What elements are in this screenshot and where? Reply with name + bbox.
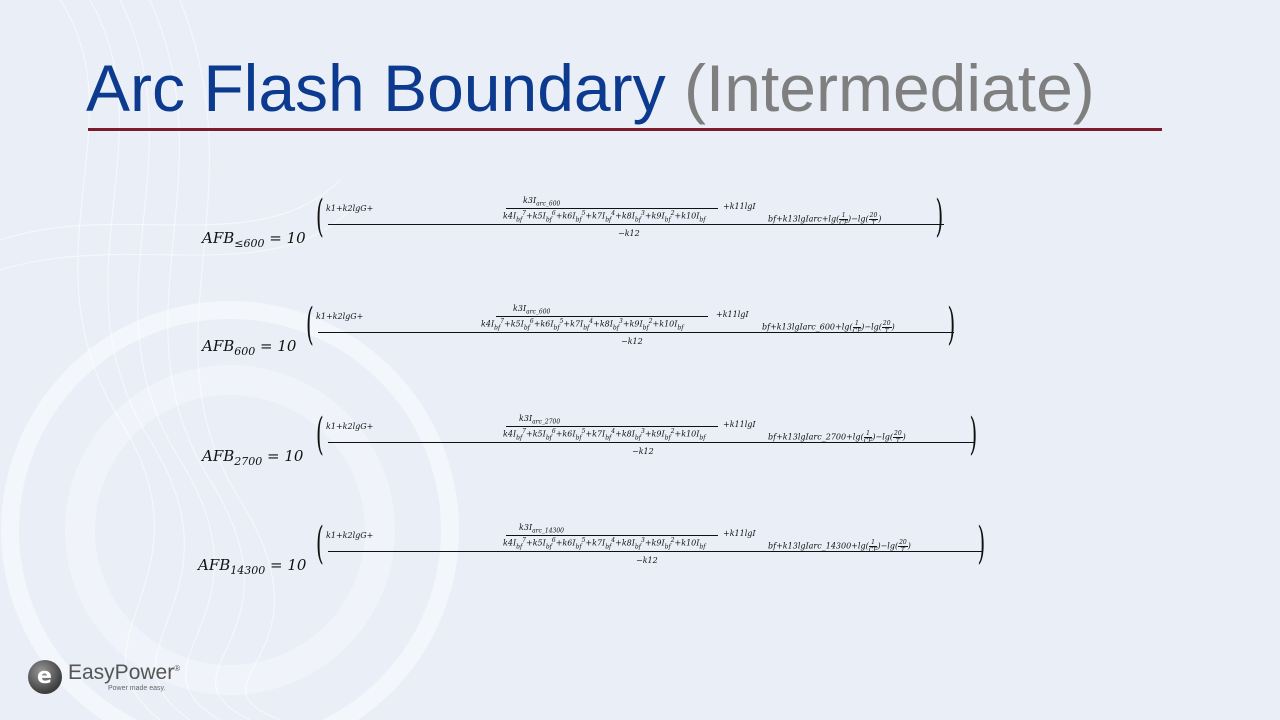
slide-title-sub: (Intermediate) xyxy=(683,51,1095,125)
title-underline xyxy=(88,128,1162,131)
logo-tagline: Power made easy. xyxy=(108,685,166,692)
equation-lhs: AFB≤600 = 10 xyxy=(202,229,306,250)
logo-name: EasyPower xyxy=(68,661,175,684)
slide-title: Arc Flash Boundary (Intermediate) xyxy=(86,48,1095,128)
slide-title-main: Arc Flash Boundary xyxy=(86,51,666,125)
equation-lhs: AFB2700 = 10 xyxy=(202,447,304,468)
equation-lhs: AFB14300 = 10 xyxy=(198,556,307,577)
equation-lhs: AFB600 = 10 xyxy=(202,337,297,358)
easypower-logo: e EasyPower® Power made easy. xyxy=(28,657,198,697)
easypower-e-icon xyxy=(28,660,62,694)
